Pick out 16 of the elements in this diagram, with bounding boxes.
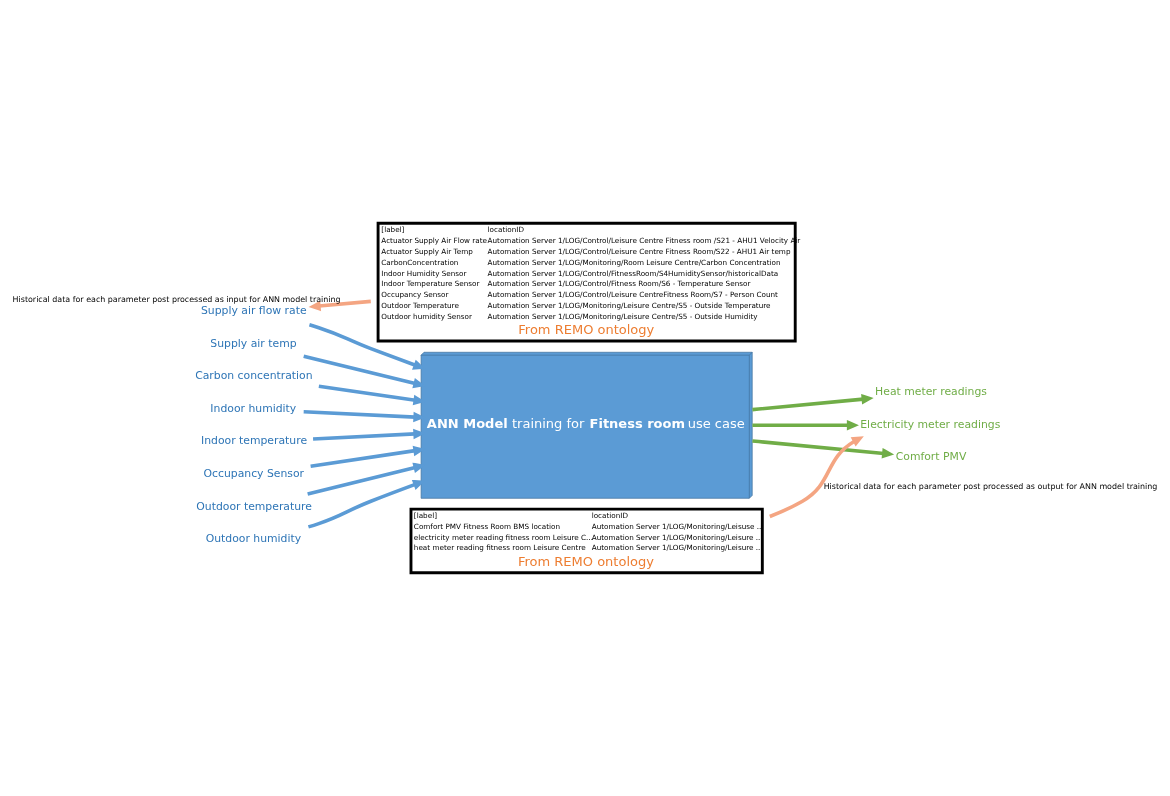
arrow — [752, 420, 859, 431]
node-text: Supply air temp — [210, 336, 297, 350]
node-text: Heat meter readings — [875, 385, 988, 399]
arrow — [752, 439, 895, 459]
arrow — [308, 299, 371, 312]
node-text: Outdoor temperature — [196, 499, 312, 513]
arrow — [769, 436, 864, 519]
node-text: Occupancy Sensor — [203, 466, 305, 480]
node-text: Indoor temperature — [200, 434, 308, 448]
node-text: Carbon concentration — [195, 369, 313, 383]
node-text: Electricity meter readings — [860, 417, 1001, 431]
node-text: Comfort PMV — [895, 450, 967, 464]
node-text: Outdoor humidity — [205, 532, 302, 546]
arrow — [752, 394, 874, 412]
node-text: Supply air flow rate — [200, 304, 307, 318]
node-text: Indoor humidity — [210, 401, 297, 415]
